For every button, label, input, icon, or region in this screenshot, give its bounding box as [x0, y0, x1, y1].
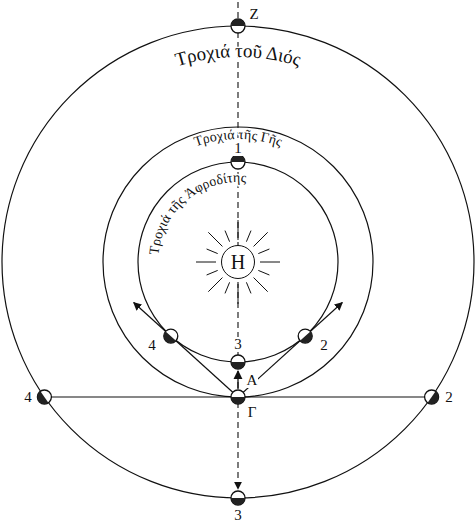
planet-shadow: [231, 498, 245, 505]
sun-ray: [225, 282, 230, 293]
sun-ray: [254, 278, 268, 292]
position-number: 2: [319, 338, 329, 353]
orbit-name-path: Τροχιά τῆς Ἀφροδίτης: [146, 170, 247, 256]
direction-arrow: [237, 371, 238, 389]
position-number: 4: [147, 338, 157, 353]
sun-ray: [258, 270, 269, 275]
planet-shadow: [231, 362, 245, 369]
planet: [164, 329, 178, 343]
planet: [231, 390, 245, 404]
planet-shadow: [231, 155, 245, 162]
sun-ray: [196, 262, 216, 263]
planet: [231, 355, 245, 369]
tangent-arrow: [134, 303, 238, 398]
sun-ray: [225, 231, 230, 242]
point-letter: Ζ: [248, 7, 259, 22]
sun-ray: [254, 232, 268, 246]
planet-shadow: [164, 331, 176, 343]
point-letter: Α: [246, 373, 259, 388]
position-number: 1: [233, 141, 243, 156]
position-number: 2: [444, 390, 454, 405]
tangent-arrow: [238, 303, 342, 398]
sun-ray: [246, 231, 251, 242]
orbit-name: Τροχιά τοῦ Διός: [173, 40, 304, 70]
planet: [231, 19, 245, 33]
sun-ray: [246, 282, 251, 293]
planet-shadow: [231, 397, 245, 404]
planet: [231, 155, 245, 169]
planet-shadow: [300, 331, 312, 343]
planet: [425, 390, 439, 404]
sun-ray: [207, 249, 218, 254]
sun-ray: [208, 232, 222, 246]
planet: [298, 329, 312, 343]
planet: [231, 491, 245, 505]
sun-disc: Η: [221, 245, 255, 279]
earth-orbit: [103, 127, 373, 397]
point-letter: Γ: [247, 405, 258, 420]
orbit-name: Τροχιά τῆς Ἀφροδίτης: [146, 170, 247, 256]
planet: [37, 390, 51, 404]
sun-ray: [208, 278, 222, 292]
position-number: 3: [233, 508, 243, 523]
sun-ray: [260, 262, 280, 263]
sun-ray: [207, 270, 218, 275]
planet-shadow: [428, 391, 439, 404]
position-number: 3: [233, 337, 243, 352]
position-number: 4: [23, 390, 33, 405]
planet-shadow: [37, 391, 48, 404]
sun-ray: [258, 249, 269, 254]
sun-letter: Η: [231, 252, 245, 272]
planet-shadow: [231, 19, 245, 26]
orbit-name-path: Τροχιά τοῦ Διός: [173, 40, 304, 70]
